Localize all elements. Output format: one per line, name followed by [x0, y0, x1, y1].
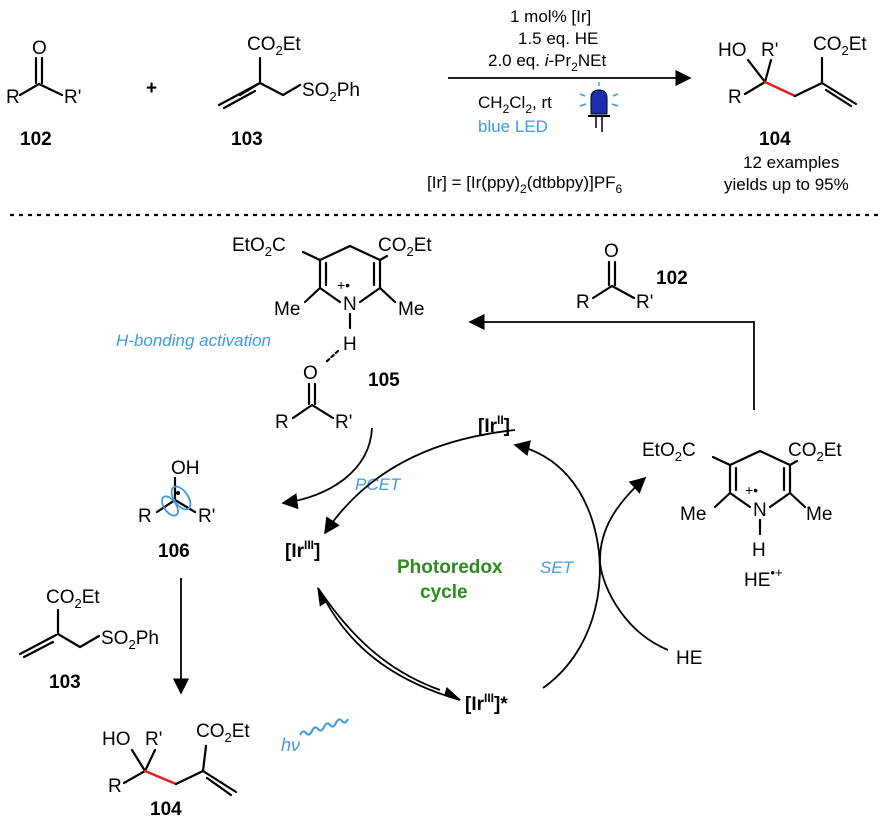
hantzsch-radical-cation-right: EtO2C CO2Et Me Me N +• H HE•+ — [642, 440, 842, 591]
svg-text:R: R — [138, 506, 152, 527]
svg-text:+•: +• — [745, 482, 758, 498]
cycle-arc-right — [513, 440, 601, 689]
svg-text:N: N — [343, 294, 357, 315]
svg-text:R: R — [576, 292, 590, 313]
svg-text:R': R' — [198, 506, 215, 527]
ir-iii-star-label: [IrIII]* — [465, 691, 508, 715]
svg-text:+•: +• — [337, 277, 350, 293]
compound-label-104-top: 104 — [759, 129, 791, 150]
hantzsch-radical-cation-105: EtO2C CO2Et Me Me N +• H H-bonding activ… — [116, 235, 432, 433]
svg-text:O: O — [32, 38, 47, 59]
ir-iii-label: [IrIII] — [285, 538, 320, 562]
svg-text:Me: Me — [274, 299, 300, 320]
svg-text:H: H — [752, 540, 766, 561]
compound-label-102: 102 — [20, 129, 52, 150]
cycle-arc-top — [324, 429, 516, 535]
light-wave-icon — [299, 718, 349, 736]
svg-text:R: R — [108, 776, 122, 797]
ketone-102: O R R' 102 — [6, 38, 81, 150]
product-104-top: HO R' CO2Et R 104 12 examples yields up … — [718, 34, 867, 194]
svg-text:Me: Me — [806, 504, 832, 525]
svg-text:H: H — [343, 334, 357, 355]
svg-text:O: O — [604, 241, 619, 262]
svg-text:EtO2C: EtO2C — [232, 235, 286, 259]
svg-text:HO: HO — [718, 40, 747, 61]
svg-text:OH: OH — [171, 458, 200, 479]
svg-text:SO2Ph: SO2Ph — [302, 80, 360, 104]
svg-text:1 mol% [Ir]: 1 mol% [Ir] — [510, 7, 591, 26]
svg-text:CO2Et: CO2Et — [247, 34, 301, 58]
svg-text:CO2Et: CO2Et — [378, 235, 432, 259]
photoredox-title: Photoredox — [397, 557, 503, 578]
hv-label: hν — [281, 735, 300, 755]
product-104-mech: HO R' CO2Et R 104 — [102, 721, 250, 820]
pcet-label: PCET — [355, 475, 402, 494]
svg-text:O: O — [303, 363, 318, 384]
svg-text:HE•+: HE•+ — [744, 565, 783, 591]
ketyl-radical-106: OH R R' 106 — [138, 458, 215, 562]
svg-text:CO2Et: CO2Et — [46, 587, 100, 611]
pcet-arrow — [281, 427, 373, 510]
svg-text:CH2Cl2, rt: CH2Cl2, rt — [478, 93, 552, 116]
compound-label-105: 105 — [368, 370, 400, 391]
svg-text:R': R' — [761, 40, 778, 61]
relaxation-arrow — [317, 586, 441, 691]
svg-text:[Ir] = [Ir(ppy)2(dtbbpy)]PF6: [Ir] = [Ir(ppy)2(dtbbpy)]PF6 — [427, 173, 623, 196]
svg-text:Me: Me — [680, 504, 706, 525]
svg-text:R: R — [6, 87, 20, 108]
svg-text:12 examples: 12 examples — [743, 153, 839, 172]
compound-label-102-mech: 102 — [656, 268, 688, 289]
svg-text:CO2Et: CO2Et — [196, 721, 250, 745]
svg-text:SO2Ph: SO2Ph — [101, 628, 159, 652]
svg-text:R': R' — [64, 87, 81, 108]
svg-text:N: N — [753, 500, 767, 521]
svg-text:R': R' — [335, 412, 352, 433]
compound-label-104-mech: 104 — [150, 799, 182, 820]
hbonding-label: H-bonding activation — [116, 331, 271, 350]
svg-text:yields up to 95%: yields up to 95% — [724, 175, 849, 194]
svg-text:2.0 eq. i-Pr2NEt: 2.0 eq. i-Pr2NEt — [488, 51, 606, 74]
svg-text:HO: HO — [102, 729, 131, 750]
he-return-arrow — [468, 313, 755, 410]
svg-text:R: R — [275, 412, 289, 433]
svg-text:EtO2C: EtO2C — [642, 440, 696, 464]
svg-text:1.5 eq. HE: 1.5 eq. HE — [518, 29, 598, 48]
svg-text:R': R' — [636, 292, 653, 313]
excitation-arrow — [324, 599, 462, 701]
photoredox-subtitle: cycle — [420, 582, 468, 603]
svg-text:R: R — [728, 87, 742, 108]
allyl-sulfone-103: CO2Et SO2Ph 103 — [217, 34, 360, 150]
ir-ii-label: [IrII] — [478, 413, 510, 437]
allyl-sulfone-103-mech: CO2Et SO2Ph 103 — [18, 587, 159, 693]
svg-text:CO2Et: CO2Et — [813, 34, 867, 58]
set-label: SET — [540, 558, 575, 577]
compound-label-103-mech: 103 — [49, 672, 81, 693]
plus-sign: + — [146, 78, 157, 99]
svg-text:CO2Et: CO2Et — [788, 440, 842, 464]
svg-text:R': R' — [145, 729, 162, 750]
compound-label-103: 103 — [231, 129, 263, 150]
compound-label-106: 106 — [158, 541, 190, 562]
svg-text:Me: Me — [398, 299, 424, 320]
svg-text:blue LED: blue LED — [478, 117, 548, 136]
blue-led-icon — [579, 82, 619, 132]
he-label: HE — [676, 648, 702, 669]
set-arrow — [599, 476, 669, 651]
ketone-102-mechanism: O R R' 102 — [576, 241, 688, 313]
reaction-conditions: 1 mol% [Ir] 1.5 eq. HE 2.0 eq. i-Pr2NEt … — [427, 7, 623, 196]
